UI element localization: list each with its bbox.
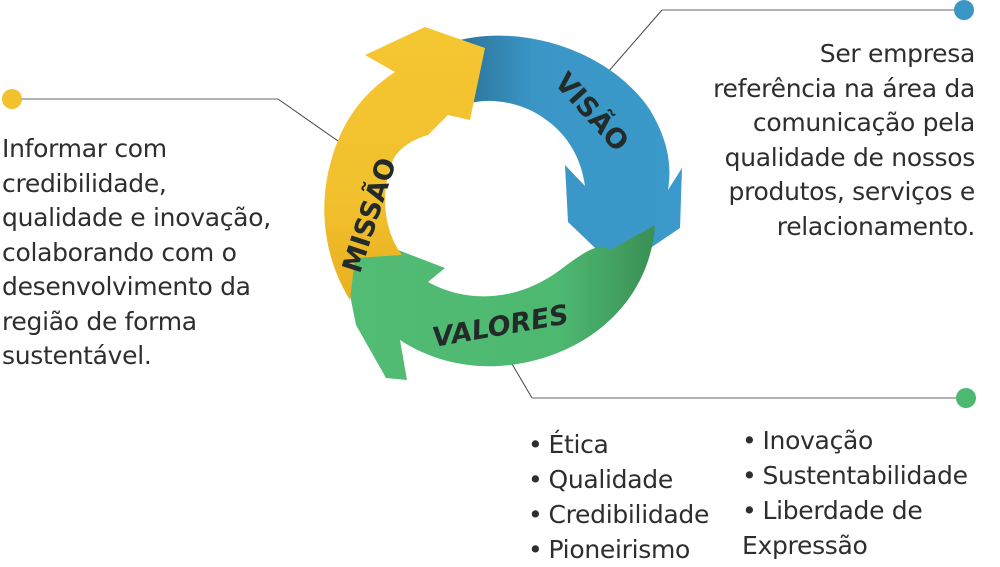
value-text: Inovação: [762, 426, 874, 455]
bullet-icon: •: [742, 426, 757, 455]
value-text: Ética: [548, 430, 609, 459]
value-item: •Qualidade: [528, 462, 709, 497]
value-text: Pioneirismo: [548, 535, 690, 564]
valores-dot: [956, 388, 976, 408]
value-text: Expressão: [742, 531, 868, 560]
visao-dot: [954, 0, 974, 20]
missao-dot: [2, 89, 22, 109]
bullet-icon: •: [528, 430, 543, 459]
missao-line: colaborando com o: [2, 237, 237, 267]
value-item: •Ética: [528, 427, 709, 462]
bullet-icon: •: [528, 500, 543, 529]
connector-valores: [504, 351, 976, 408]
values-list-column-1: •Ética •Qualidade •Credibilidade •Pionei…: [528, 427, 709, 567]
missao-description: Informar com credibilidade, qualidade e …: [2, 132, 342, 374]
bullet-icon: •: [528, 535, 543, 564]
valores-segment: [343, 225, 655, 380]
value-item: •Inovação: [742, 423, 968, 458]
value-text: Credibilidade: [548, 500, 710, 529]
visao-line: produtos, serviços e: [728, 177, 976, 206]
missao-line: Informar com: [2, 134, 167, 163]
missao-segment: [324, 27, 485, 300]
visao-segment: [452, 35, 682, 271]
missao-line: região de forma: [2, 306, 197, 336]
visao-line: qualidade de nossos: [724, 142, 976, 172]
bullet-icon: •: [742, 461, 757, 490]
visao-line: Ser empresa: [819, 39, 976, 68]
visao-line: comunicação pela: [752, 108, 975, 137]
bullet-icon: •: [742, 496, 757, 525]
connector-missao: [2, 89, 349, 149]
visao-line: relacionamento.: [776, 211, 976, 241]
value-text: Sustentabilidade: [762, 461, 968, 490]
values-list-column-2: •Inovação •Sustentabilidade •Liberdade d…: [742, 423, 968, 563]
value-item: •Pioneirismo: [528, 532, 709, 567]
value-text: Liberdade de: [762, 496, 923, 525]
value-item: •Sustentabilidade: [742, 458, 968, 493]
missao-line: sustentável.: [2, 341, 152, 370]
value-text: Qualidade: [548, 465, 673, 494]
value-item: •Credibilidade: [528, 497, 709, 532]
visao-line: referência na área da: [713, 73, 975, 103]
value-item: •Liberdade de: [742, 493, 968, 528]
visao-description: Ser empresa referência na área da comuni…: [655, 37, 975, 244]
missao-line: credibilidade,: [2, 168, 167, 198]
missao-line: desenvolvimento da: [2, 272, 251, 301]
missao-line: qualidade e inovação,: [2, 203, 271, 232]
value-item-continuation: Expressão: [742, 528, 968, 563]
bullet-icon: •: [528, 465, 543, 494]
